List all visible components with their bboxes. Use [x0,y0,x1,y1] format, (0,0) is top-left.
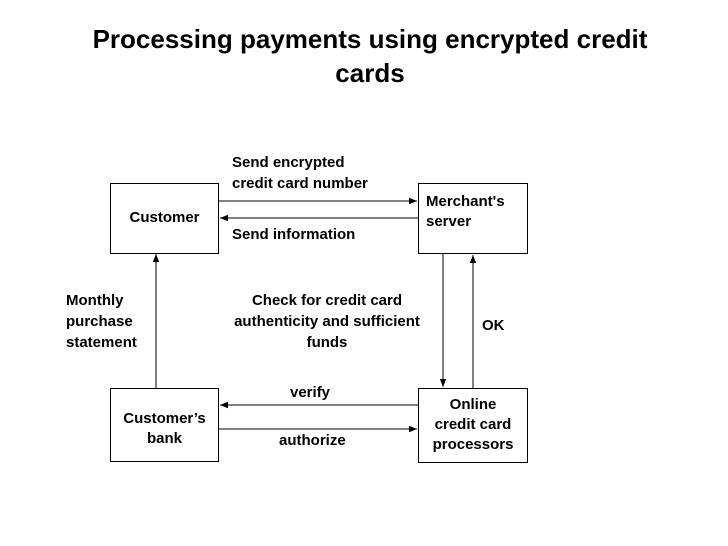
node-label: Customer’s [123,410,206,427]
node-label: server [426,213,472,230]
edge-label-line: Send encrypted [232,154,345,171]
edge-label-monthly-statement: Monthly purchase statement [66,290,137,353]
edge-label-verify: verify [290,382,330,403]
edge-label-line: OK [482,317,505,334]
edge-label-line: purchase [66,313,133,330]
edge-label-line: Send information [232,226,356,243]
edge-label-authorize: authorize [279,430,346,451]
edge-label-line: Monthly [66,292,124,309]
edge-label-line: statement [66,334,137,351]
node-customers-bank: Customer’s bank [110,388,219,462]
node-customer: Customer [110,183,219,254]
node-merchant-server: Merchant's server [418,183,528,254]
edge-label-line: authenticity and sufficient [234,313,420,330]
node-label: credit card [434,416,512,433]
edge-label-line: Check for credit card [251,292,403,309]
edge-label-ok: OK [482,315,505,336]
title-line: cards [335,58,405,88]
node-credit-card-processors: Online credit card processors [418,388,528,463]
edge-label-send-encrypted: Send encrypted credit card number [232,152,368,194]
node-label: processors [432,436,514,453]
edge-label-line: authorize [279,432,346,449]
edge-label-line: funds [306,334,348,351]
node-label: bank [146,430,182,447]
diagram-title: Processing payments using encrypted cred… [40,22,700,90]
title-line: Processing payments using encrypted cred… [92,24,648,54]
node-label: Merchant's [426,193,505,210]
node-label: Customer [129,209,200,226]
edge-label-check-authenticity: Check for credit card authenticity and s… [210,290,444,353]
edge-label-line: credit card number [232,175,368,192]
node-label: Online [449,396,497,413]
edge-label-send-information: Send information [232,224,355,245]
edge-label-line: verify [290,384,331,401]
